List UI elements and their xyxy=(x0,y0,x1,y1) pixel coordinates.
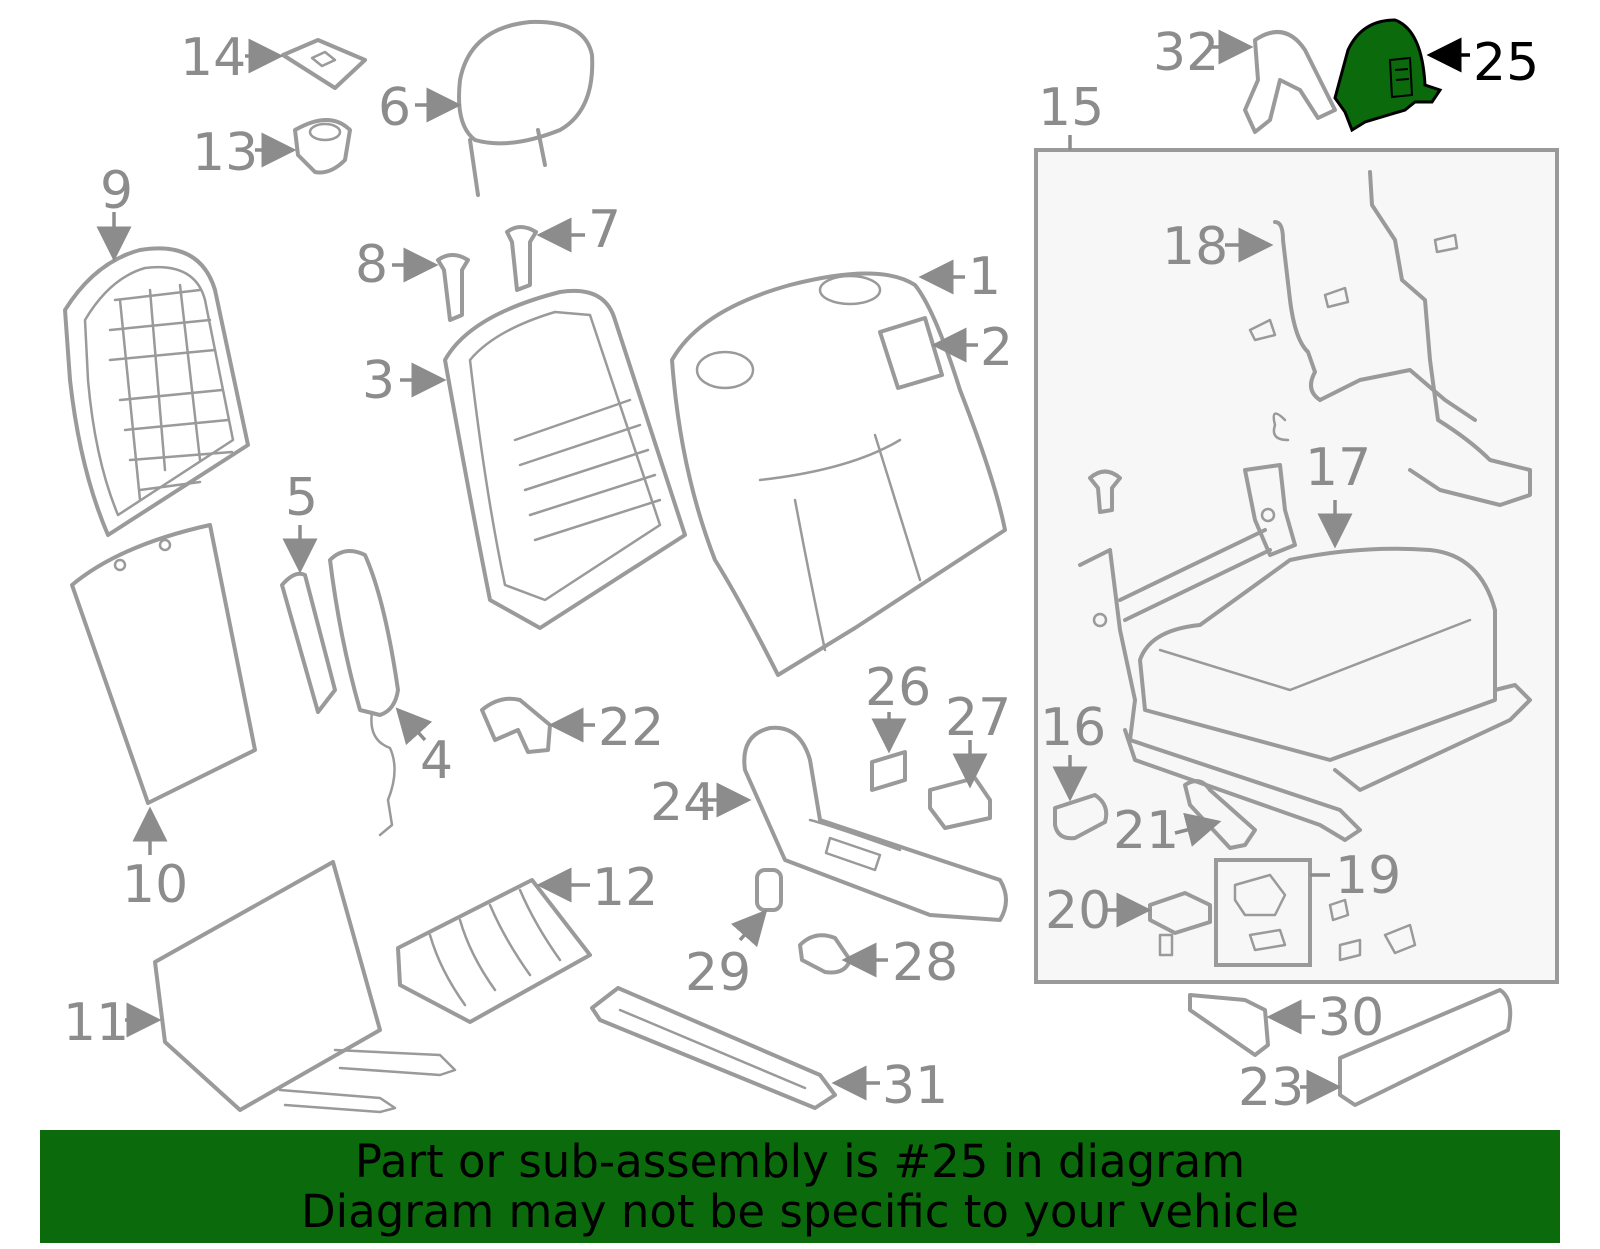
callout-4: 4 xyxy=(420,731,453,791)
callout-28: 28 xyxy=(892,933,958,993)
banner-line-2: Diagram may not be specific to your vehi… xyxy=(301,1184,1299,1238)
callout-20: 20 xyxy=(1045,881,1111,941)
callout-16: 16 xyxy=(1040,698,1106,758)
callout-22: 22 xyxy=(598,698,664,758)
callout-14: 14 xyxy=(180,28,246,88)
part-25-cover-highlighted xyxy=(1333,18,1443,133)
part-29-cap xyxy=(755,868,783,912)
callout-19: 19 xyxy=(1335,846,1401,906)
callout-32: 32 xyxy=(1153,23,1219,83)
callout-15: 15 xyxy=(1038,78,1104,138)
part-21-cover xyxy=(1183,779,1257,850)
callout-6: 6 xyxy=(378,78,411,138)
info-banner: Part or sub-assembly is #25 in diagram D… xyxy=(40,1130,1560,1243)
part-27-switch xyxy=(928,776,992,830)
callout-1: 1 xyxy=(968,247,1001,307)
callout-26: 26 xyxy=(865,658,931,718)
part-5-cover xyxy=(280,571,337,714)
part-10-panel xyxy=(70,523,257,805)
callout-31: 31 xyxy=(882,1056,948,1116)
part-23-trim xyxy=(1338,988,1513,1107)
part-1-seatback-cover xyxy=(670,271,1007,677)
part-31-trim xyxy=(590,986,837,1110)
part-17-seat-frame xyxy=(1078,463,1532,842)
part-12-trim xyxy=(396,878,592,1024)
callout-29: 29 xyxy=(685,943,751,1003)
part-harness xyxy=(1248,170,1532,507)
part-8-pin xyxy=(436,253,470,322)
part-13-knob xyxy=(293,118,352,175)
callout-2: 2 xyxy=(980,318,1013,378)
callout-30: 30 xyxy=(1318,988,1384,1048)
callout-11: 11 xyxy=(63,993,129,1053)
callout-7: 7 xyxy=(588,200,621,260)
part-22-clip xyxy=(480,696,552,754)
banner-line-1: Part or sub-assembly is #25 in diagram xyxy=(354,1134,1246,1188)
part-9-mat xyxy=(63,246,250,537)
part-14-pad xyxy=(281,38,367,90)
callout-13: 13 xyxy=(192,123,258,183)
callout-3: 3 xyxy=(362,351,395,411)
leader-arrows xyxy=(96,29,1470,1105)
part-28-knob xyxy=(798,933,852,975)
callout-17: 17 xyxy=(1305,438,1371,498)
callout-5: 5 xyxy=(285,468,318,528)
part-3-frame xyxy=(443,288,687,630)
part-32-cover xyxy=(1243,30,1337,134)
callout-12: 12 xyxy=(592,858,658,918)
callout-10: 10 xyxy=(122,855,188,915)
part-26-switch xyxy=(870,750,907,792)
part-24-shield xyxy=(742,725,1008,922)
part-7-pin xyxy=(505,225,538,292)
callout-21: 21 xyxy=(1113,801,1179,861)
part-2-label xyxy=(878,316,944,390)
callout-25: 25 xyxy=(1473,33,1539,93)
callout-labels: 14 13 6 7 8 9 3 1 2 5 4 22 10 26 27 24 1… xyxy=(63,23,1539,1118)
callout-8: 8 xyxy=(355,235,388,295)
part-18-wire xyxy=(1273,220,1322,402)
part-bolt xyxy=(1088,469,1122,514)
part-4-airbag xyxy=(328,549,400,837)
part-19-box xyxy=(1214,858,1312,967)
part-11-panel xyxy=(153,860,457,1114)
callout-23: 23 xyxy=(1238,1058,1304,1118)
callout-18: 18 xyxy=(1162,217,1228,277)
callout-9: 9 xyxy=(100,161,133,221)
part-16-motor xyxy=(1053,793,1109,841)
part-30-bracket xyxy=(1188,993,1270,1057)
part-fasteners xyxy=(1158,898,1417,962)
callout-24: 24 xyxy=(650,773,716,833)
callout-27: 27 xyxy=(945,688,1011,748)
part-6-headrest xyxy=(457,19,595,197)
